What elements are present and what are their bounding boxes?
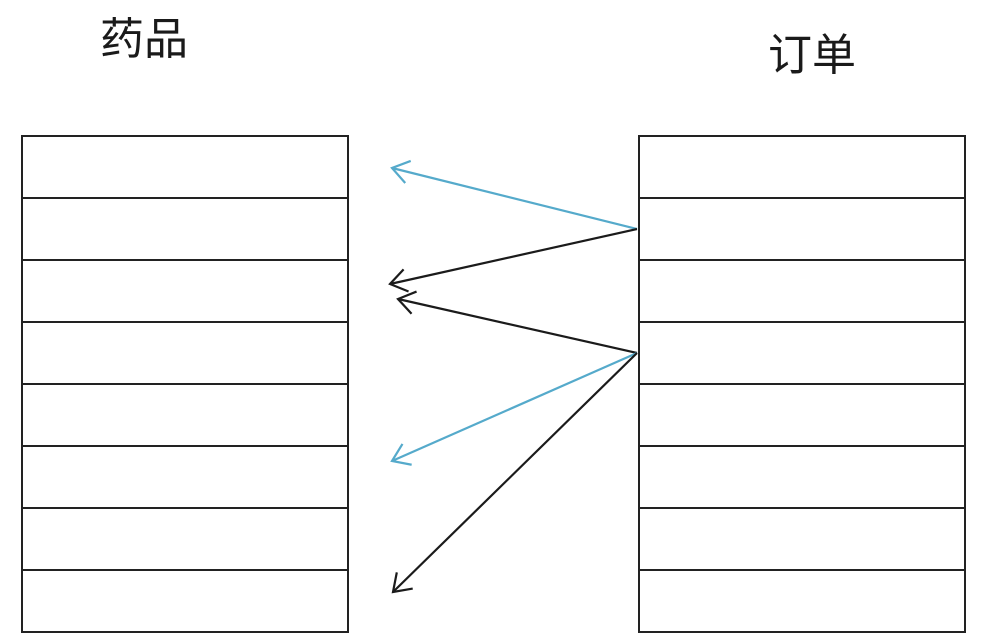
left-table-row [23,137,347,199]
right-table-row [640,261,964,323]
right-table-row [640,199,964,261]
right-table-row [640,323,964,385]
relation-arrow [396,290,638,355]
right-table-row [640,571,964,633]
arrow-head [391,572,413,594]
arrow-shaft [392,352,638,593]
arrow-shaft [389,227,638,286]
relation-arrow [391,352,638,594]
relation-arrow [390,351,638,466]
arrow-shaft [391,166,638,231]
right-table [638,135,966,633]
arrow-head [396,290,417,315]
left-table [21,135,349,633]
arrow-shaft [391,351,638,463]
right-table-row [640,447,964,509]
left-table-row [23,199,347,261]
right-table-row [640,137,964,199]
left-table-row [23,261,347,323]
left-table-row [23,323,347,385]
arrow-head [390,443,412,466]
arrow-shaft [397,297,638,355]
relation-arrow [388,227,638,293]
left-table-title: 药品 [100,14,188,65]
arrow-head [388,268,409,293]
right-table-row [640,509,964,571]
right-table-row [640,385,964,447]
left-table-row [23,571,347,633]
left-table-row [23,447,347,509]
right-table-title: 订单 [768,30,856,81]
arrow-head [390,159,412,184]
relation-arrow [390,159,638,231]
left-table-row [23,509,347,571]
left-table-row [23,385,347,447]
